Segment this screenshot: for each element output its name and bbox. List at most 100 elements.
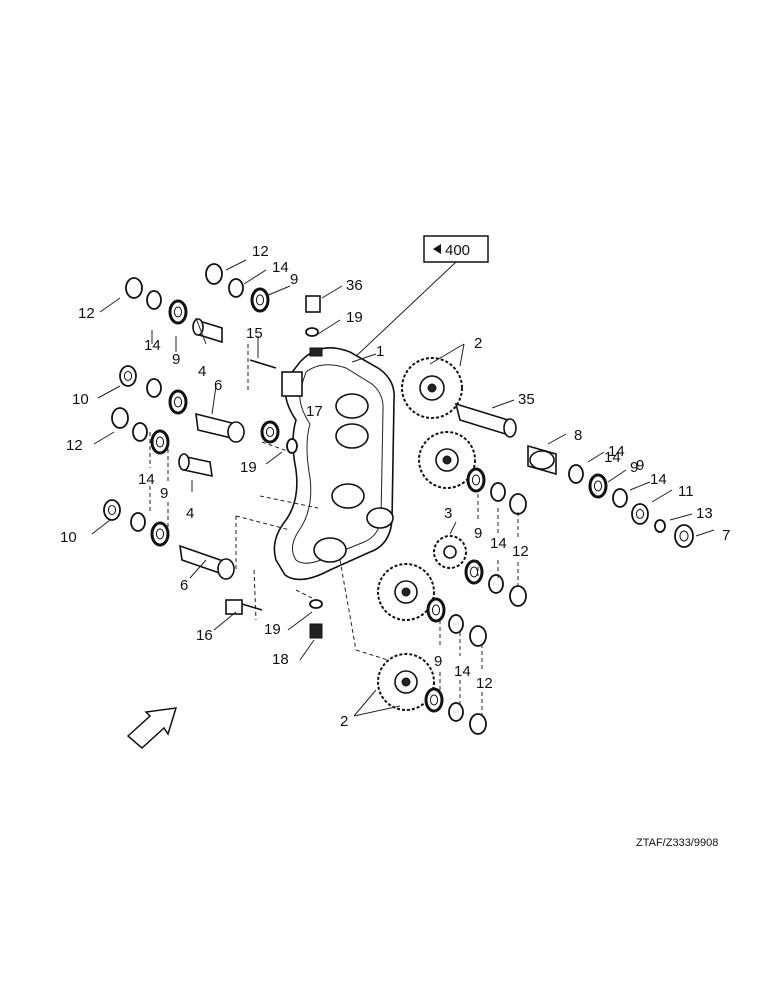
bore — [155, 528, 165, 540]
gear-bottom — [377, 653, 435, 711]
callout-14: 14 — [454, 663, 471, 680]
reference-box[interactable]: 400 — [423, 235, 489, 263]
rings-and-bearings — [103, 263, 694, 735]
left-triangle-icon — [433, 244, 441, 254]
reference-label: 400 — [445, 242, 470, 259]
ring — [305, 327, 319, 337]
gear-top — [401, 357, 463, 419]
bore — [173, 396, 183, 408]
callout-13: 13 — [696, 505, 713, 522]
callout-19: 19 — [264, 621, 281, 638]
bore — [107, 505, 117, 515]
callout-12: 12 — [66, 437, 83, 454]
drawing-code: ZTAF/Z333/9908 — [636, 837, 718, 849]
gear-lower-middle — [377, 563, 435, 621]
breather-36 — [305, 295, 321, 313]
ring — [205, 263, 223, 285]
ring — [286, 438, 298, 454]
leader-lines — [91, 259, 715, 717]
callout-14: 14 — [650, 471, 667, 488]
shaft-4-lower — [178, 453, 213, 478]
ring — [309, 599, 323, 609]
callout-15: 15 — [246, 325, 263, 342]
ring — [568, 464, 584, 484]
ring — [448, 614, 464, 634]
callout-14: 14 — [604, 449, 621, 466]
bore — [173, 306, 183, 318]
callout-2: 2 — [340, 713, 348, 730]
callout-14: 14 — [144, 337, 161, 354]
callout-10: 10 — [72, 391, 89, 408]
bore — [593, 480, 603, 492]
gearbox-housing — [273, 346, 395, 581]
callout-14: 14 — [490, 535, 507, 552]
callout-12: 12 — [252, 243, 269, 260]
callout-9: 9 — [474, 525, 482, 542]
callout-9: 9 — [172, 351, 180, 368]
plug-18 — [309, 623, 323, 639]
callout-3: 3 — [444, 505, 452, 522]
sleeve-8 — [527, 444, 557, 476]
ring — [490, 482, 506, 502]
callout-12: 12 — [78, 305, 95, 322]
callout-16: 16 — [196, 627, 213, 644]
ring — [469, 625, 487, 647]
ring — [132, 422, 148, 442]
callout-17: 17 — [306, 403, 323, 420]
callout-8: 8 — [574, 427, 582, 444]
callout-9: 9 — [434, 653, 442, 670]
ring — [111, 407, 129, 429]
bore — [123, 371, 133, 381]
callout-18: 18 — [272, 651, 289, 668]
callout-9: 9 — [290, 271, 298, 288]
ring — [509, 585, 527, 607]
bolt-16 — [225, 599, 263, 615]
bore — [679, 530, 689, 542]
ring — [488, 574, 504, 594]
ring — [125, 277, 143, 299]
direction-arrow-icon — [126, 707, 178, 750]
ring — [228, 278, 244, 298]
pin-15 — [249, 359, 277, 369]
callout-14: 14 — [272, 259, 289, 276]
callout-14: 14 — [608, 443, 625, 460]
bore — [635, 509, 645, 519]
callout-4: 4 — [198, 363, 206, 380]
callout-35: 35 — [518, 391, 535, 408]
callout-6: 6 — [180, 577, 188, 594]
callout-12: 12 — [512, 543, 529, 560]
ring — [130, 512, 146, 532]
gear-small — [433, 535, 467, 569]
bore — [155, 436, 165, 448]
callout-9: 9 — [630, 459, 638, 476]
ring — [469, 713, 487, 735]
callout-10: 10 — [60, 529, 77, 546]
bore — [469, 566, 479, 578]
callout-14: 14 — [138, 471, 155, 488]
callout-2: 2 — [474, 335, 482, 352]
ring — [654, 519, 666, 533]
callout-19: 19 — [346, 309, 363, 326]
ring — [146, 378, 162, 398]
shaft-35 — [454, 402, 517, 438]
bore — [265, 427, 275, 437]
ring — [612, 488, 628, 508]
bore — [255, 294, 265, 306]
callout-9: 9 — [160, 485, 168, 502]
ring — [448, 702, 464, 722]
shaft-6-upper — [195, 412, 245, 443]
ring — [146, 290, 162, 310]
callout-6: 6 — [214, 377, 222, 394]
ring — [509, 493, 527, 515]
callout-9: 9 — [636, 457, 644, 474]
callout-12: 12 — [476, 675, 493, 692]
bore — [471, 474, 481, 486]
shaft-6-lower — [179, 544, 235, 580]
callout-labels: 1 2 2 3 4 4 6 6 7 8 9 9 9 9 9 9 14 10 10… — [60, 243, 730, 730]
callout-36: 36 — [346, 277, 363, 294]
callout-11: 11 — [678, 483, 694, 500]
callout-7: 7 — [722, 527, 730, 544]
callout-19: 19 — [240, 459, 257, 476]
bore — [429, 694, 439, 706]
